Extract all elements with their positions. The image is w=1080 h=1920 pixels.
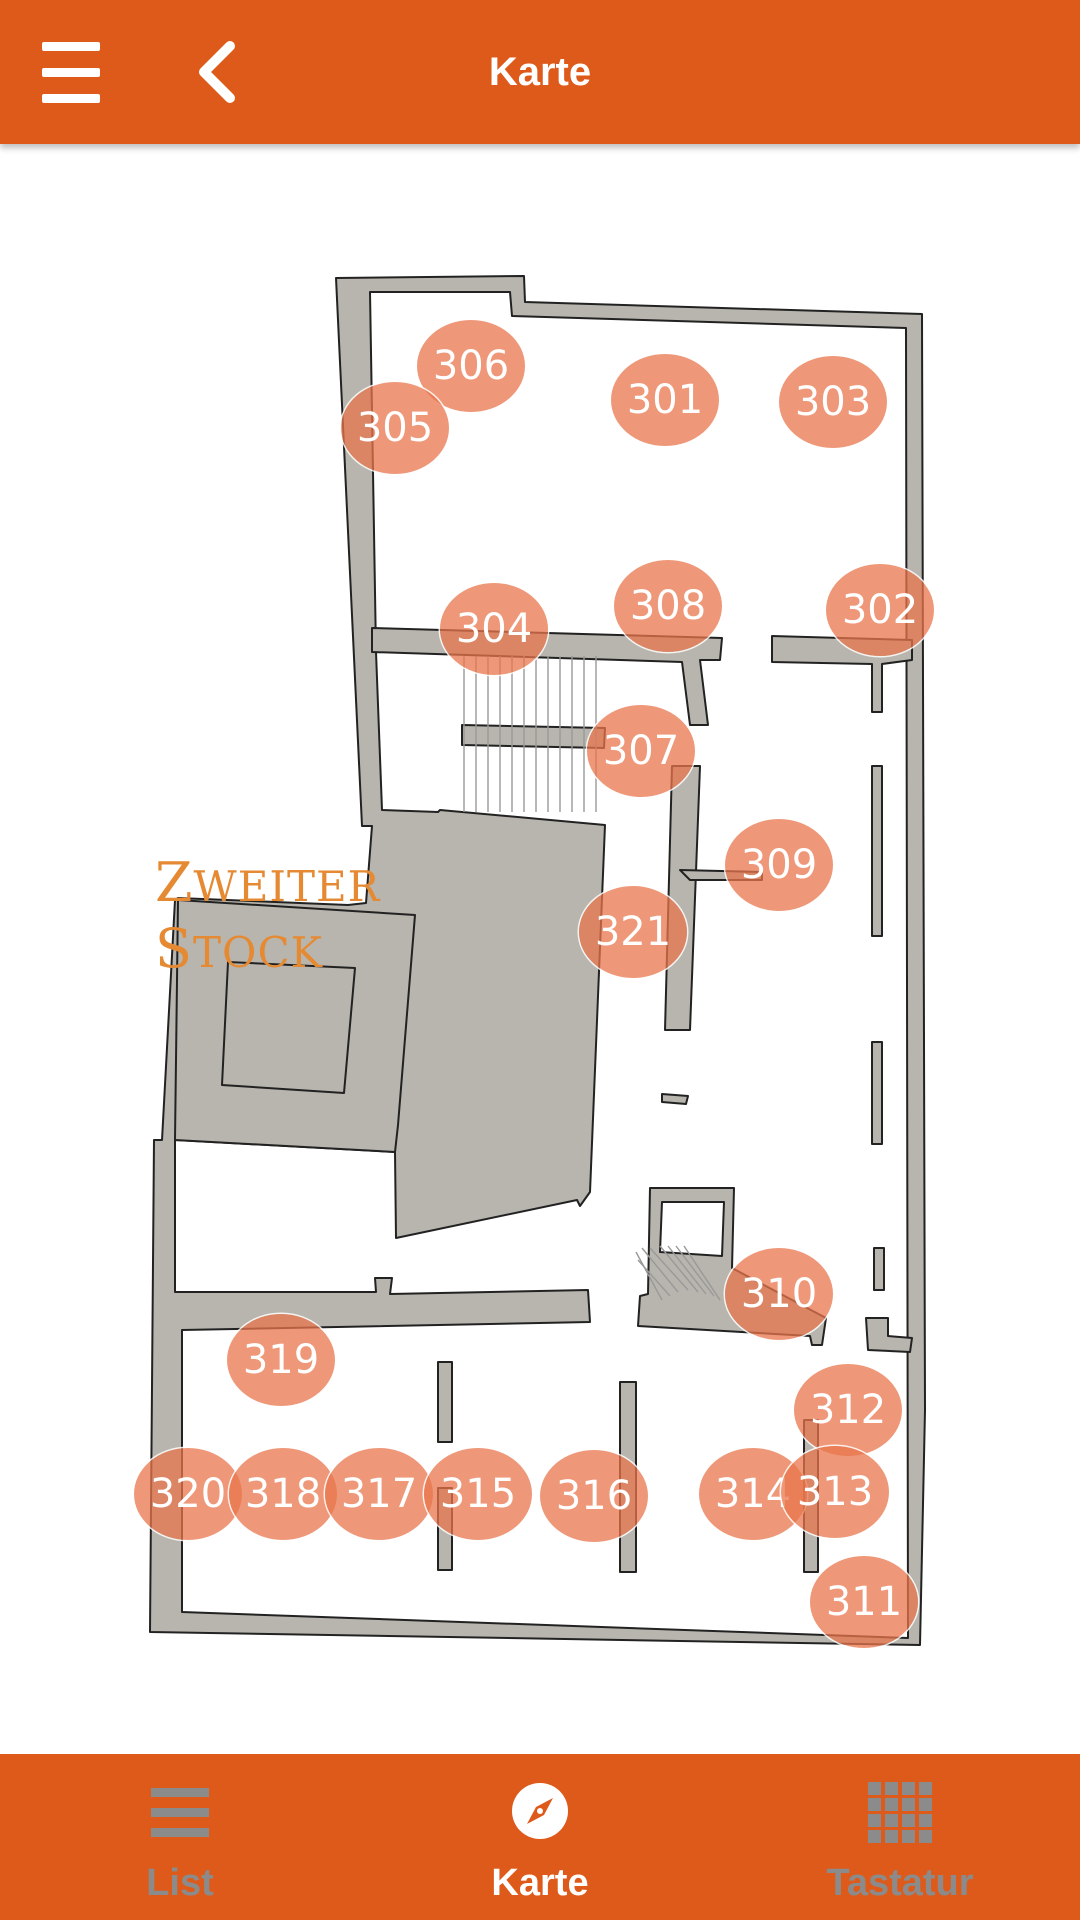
nav-tab-tastatur[interactable]: Tastatur [800,1754,1000,1920]
menu-icon-bar [42,68,100,77]
nav-tab-list[interactable]: List [80,1754,280,1920]
bottom-navigation: List Karte Tastatur [0,1754,1080,1920]
room-marker-319[interactable]: 319 [227,1314,335,1406]
nav-tab-label: Karte [491,1862,589,1904]
room-marker-311[interactable]: 311 [810,1556,918,1648]
room-marker-316[interactable]: 316 [540,1450,648,1542]
room-marker-315[interactable]: 315 [424,1448,532,1540]
nav-tab-karte[interactable]: Karte [440,1754,640,1920]
menu-button[interactable] [38,38,104,106]
keypad-grid-icon [868,1782,932,1843]
room-marker-307[interactable]: 307 [587,705,695,797]
floor-label-initial: Z [155,851,194,914]
floor-name-label: ZWEITER STOCK [155,852,380,984]
floor-label-rest: TOCK [193,928,323,977]
page-title: Karte [488,50,592,94]
menu-icon-bar [42,42,100,51]
floor-plan-drawing [149,275,926,1646]
room-marker-310[interactable]: 310 [725,1248,833,1340]
room-marker-321[interactable]: 321 [579,886,687,978]
list-icon [151,1788,209,1837]
room-marker-305[interactable]: 305 [341,382,449,474]
room-marker-313[interactable]: 313 [781,1446,889,1538]
floor-label-rest: WEITER [193,862,381,911]
room-marker-308[interactable]: 308 [614,560,722,652]
room-marker-302[interactable]: 302 [826,564,934,656]
nav-tab-label: List [146,1862,214,1904]
room-marker-312[interactable]: 312 [794,1364,902,1456]
floor-map[interactable]: ZWEITER STOCK 306 305 301 303 304 308 30… [0,144,1080,1754]
room-marker-309[interactable]: 309 [725,819,833,911]
compass-icon [512,1783,568,1839]
room-marker-318[interactable]: 318 [229,1448,337,1540]
room-marker-320[interactable]: 320 [134,1448,242,1540]
top-app-bar: Karte [0,0,1080,144]
room-marker-304[interactable]: 304 [440,583,548,675]
room-marker-301[interactable]: 301 [611,354,719,446]
chevron-left-icon [199,41,235,103]
room-marker-303[interactable]: 303 [779,356,887,448]
nav-tab-label: Tastatur [826,1862,974,1904]
menu-icon-bar [42,94,100,103]
room-marker-317[interactable]: 317 [325,1448,433,1540]
floor-label-initial: S [155,917,193,980]
back-button[interactable] [190,38,250,106]
